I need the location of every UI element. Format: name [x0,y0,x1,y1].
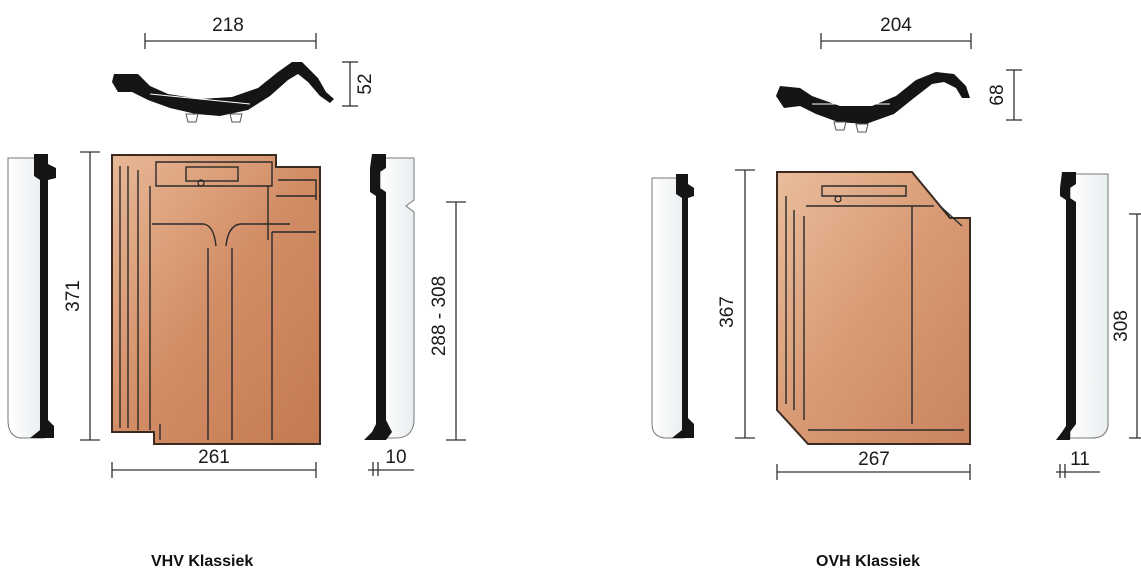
dim-label-lath-2: 308 [1111,310,1132,342]
dim-length-1: 371 [63,151,100,441]
tile-side-left-2 [651,174,694,439]
dim-thickness-1: 10 [368,447,414,476]
dim-label-width-bottom-2: 267 [858,449,890,470]
tile-profile-2 [776,72,970,133]
dim-label-thickness-2: 11 [1070,449,1090,470]
dim-label-height-2: 68 [987,84,1008,105]
dim-label-width-top-1: 218 [212,15,244,36]
tile-side-right-1 [364,154,415,440]
dim-label-height-1: 52 [355,73,376,94]
dim-height-profile-1: 52 [342,61,376,107]
dim-length-2: 367 [717,169,755,439]
tile-face-2 [776,171,971,445]
dim-label-length-1: 371 [63,280,84,312]
caption-vhv: VHV Klassiek [151,553,254,570]
dim-width-top-1: 218 [144,15,317,49]
dim-label-thickness-1: 10 [385,447,406,468]
tile-side-left-1 [7,154,56,439]
tile-side-right-2 [1056,172,1109,440]
tile-ovh: 204 68 367 [651,15,1141,480]
tile-vhv: 218 52 371 [7,15,466,478]
dim-width-top-2: 204 [820,15,972,49]
dim-label-width-bottom-1: 261 [198,447,230,468]
dim-width-bottom-2: 267 [776,449,971,480]
caption-ovh: OVH Klassiek [816,553,921,570]
dim-thickness-2: 11 [1056,449,1100,478]
dim-height-profile-2: 68 [987,69,1022,121]
dim-label-width-top-2: 204 [880,15,912,36]
tile-face-1 [111,154,321,445]
dim-lath-2: 308 [1111,213,1141,439]
dim-label-lath-1: 288 - 308 [429,276,450,356]
dim-width-bottom-1: 261 [111,447,317,478]
dim-label-length-2: 367 [717,296,738,328]
dim-lath-1: 288 - 308 [429,201,466,441]
tile-profile-1 [112,62,334,123]
